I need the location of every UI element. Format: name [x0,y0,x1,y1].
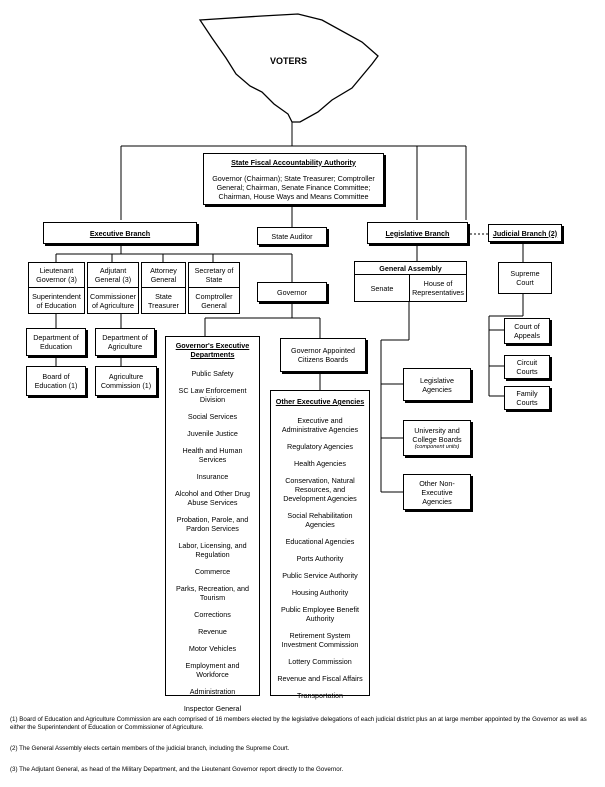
adjutant-box: Adjutant General (3) Commissioner of Agr… [87,262,139,314]
list-item: SC Law Enforcement Division [178,386,247,404]
list-item: Inspector General [183,704,242,713]
board-education-box: Board of Education (1) [26,366,86,396]
legislative-branch-box: Legislative Branch [367,222,468,244]
dept-education-box: Department of Education [26,328,86,356]
lt-governor-label: Lieutenant Governor (3) [36,266,77,284]
list-item: Alcohol and Other Drug Abuse Services [174,489,251,507]
list-item: Public Service Authority [282,571,358,580]
list-item: Conservation, Natural Resources, and Dev… [283,476,357,503]
other-agencies-box: Other Executive Agencies Executive and A… [270,390,370,700]
list-item: Social Rehabilitation Agencies [287,511,353,529]
other-agencies-title: Other Executive Agencies [275,397,365,406]
dept-agriculture-box: Department of Agriculture [95,328,155,356]
list-item: Public Employee Benefit Authority [281,605,359,623]
component-units-label: (component units) [414,443,460,450]
list-item: Housing Authority [291,588,349,597]
appointed-boards-box: Governor Appointed Citizens Boards [280,338,366,372]
list-item: Corrections [194,610,231,619]
adjutant-label: Adjutant General (3) [94,266,132,284]
superintendent-label: Superintendent of Education [29,287,84,313]
governors-departments-box: Governor's Executive Departments Public … [165,336,260,713]
house-label: House of Representatives [412,279,464,297]
fiscal-authority-title: State Fiscal Accountability Authority [231,157,356,167]
list-item: Employment and Workforce [185,661,240,679]
general-assembly-box: General Assembly Senate House of Represe… [354,261,467,302]
footnote-3: (3) The Adjutant General, as head of the… [10,766,344,773]
list-item: Labor, Licensing, and Regulation [178,541,247,559]
executive-branch-box: Executive Branch [43,222,197,244]
list-item: Regulatory Agencies [287,442,353,451]
secretary-box: Secretary of State Comptroller General [188,262,240,314]
university-boards-box: University and College Boards (component… [403,420,471,456]
lt-governor-box: Lieutenant Governor (3) Superintendent o… [28,262,85,314]
list-item: Juvenile Justice [187,429,238,438]
attorney-box: Attorney General State Treasurer [141,262,186,314]
list-item: Insurance [196,472,229,481]
fiscal-authority-box: State Fiscal Accountability Authority Go… [203,153,384,205]
circuit-courts-box: Circuit Courts [504,355,550,379]
list-item: Retirement System Investment Commission [281,631,359,649]
list-item: Revenue [198,627,227,636]
non-exec-agencies-box: Other Non-Executive Agencies [403,474,471,510]
list-item: Public Safety [191,369,234,378]
comptroller-label: Comptroller General [189,287,239,313]
legislative-agencies-box: Legislative Agencies [403,368,471,401]
list-item: Lottery Commission [288,657,352,666]
list-item: Health and Human Services [182,446,243,464]
list-item: Probation, Parole, and Pardon Services [176,515,249,533]
secretary-label: Secretary of State [194,266,234,284]
university-boards-label: University and College Boards [412,425,462,444]
governors-departments-list: Public Safety SC Law Enforcement Division… [166,369,259,721]
governor-box: Governor [257,282,327,302]
voters-label: VOTERS [270,56,308,66]
attorney-label: Attorney General [150,266,177,284]
footnote-1: (1) Board of Education and Agriculture C… [10,716,587,732]
supreme-court-box: Supreme Court [498,262,552,294]
list-item: Parks, Recreation, and Tourism [175,584,250,602]
list-item: Ports Authority [296,554,344,563]
senate-label: Senate [355,275,411,301]
list-item: Executive and Administrative Agencies [281,416,359,434]
state-outline-icon [198,13,379,123]
state-auditor-box: State Auditor [257,227,327,245]
treasurer-label: State Treasurer [142,287,185,313]
list-item: Commerce [194,567,231,576]
list-item: Transportation [296,691,344,700]
list-item: Motor Vehicles [188,644,237,653]
list-item: Social Services [187,412,238,421]
governors-departments-title: Governor's Executive Departments [175,341,250,359]
judicial-branch-box: Judicial Branch (2) [488,224,562,242]
list-item: Educational Agencies [285,537,355,546]
fiscal-authority-members: Governor (Chairman); State Treasurer; Co… [212,173,375,201]
footnote-2: (2) The General Assembly elects certain … [10,745,290,752]
commissioner-label: Commissioner of Agriculture [88,287,138,313]
list-item: Revenue and Fiscal Affairs [277,674,363,683]
general-assembly-label: General Assembly [355,262,466,275]
ag-commission-box: Agriculture Commission (1) [95,366,157,396]
court-appeals-box: Court of Appeals [504,318,550,344]
list-item: Health Agencies [294,459,346,468]
family-courts-box: Family Courts [504,386,550,410]
list-item: Administration [189,687,236,696]
